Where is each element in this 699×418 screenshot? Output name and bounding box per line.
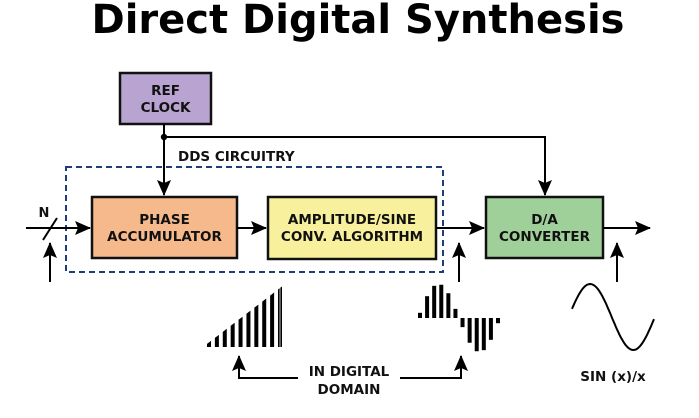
da-converter-block: D/A CONVERTER bbox=[484, 195, 605, 260]
sine-sample-bar bbox=[425, 296, 430, 318]
dds-circuitry-boundary bbox=[65, 166, 444, 273]
sine-sample-bar bbox=[453, 308, 458, 318]
sine-sample-bar bbox=[446, 293, 451, 318]
phase-accumulator-label-line1: PHASE bbox=[139, 212, 190, 228]
output-waveform-label: SIN (x)/x bbox=[580, 369, 646, 385]
ref-clock-label-line2: CLOCK bbox=[141, 100, 191, 116]
ref-clock-label-line1: REF bbox=[151, 83, 180, 99]
ramp-sample-bar bbox=[230, 322, 235, 347]
digital-domain-arrow-left bbox=[232, 355, 298, 379]
sine-sample-bar bbox=[439, 284, 444, 318]
amplitude-sine-box bbox=[266, 195, 438, 261]
ramp-sample-bar bbox=[246, 310, 251, 347]
da-converter-label-line1: D/A bbox=[531, 212, 558, 228]
ramp-sample-bar bbox=[238, 316, 243, 347]
signal-path: N bbox=[26, 206, 651, 282]
amplitude-sine-label-line2: CONV. ALGORITHM bbox=[281, 229, 423, 245]
bus-slash-icon bbox=[42, 217, 58, 241]
digital-domain-label-line1: IN DIGITAL bbox=[309, 364, 390, 380]
sampled-sine-waveform bbox=[418, 284, 500, 352]
ramp-sample-bar bbox=[207, 340, 211, 347]
bus-width-label: N bbox=[39, 206, 50, 221]
sine-sample-bar bbox=[460, 318, 465, 328]
clock-lines bbox=[157, 124, 552, 196]
phase-accumulator-block: PHASE ACCUMULATOR bbox=[90, 195, 239, 260]
digital-domain-arrow-right bbox=[400, 355, 468, 379]
phase-accumulator-label-line2: ACCUMULATOR bbox=[107, 229, 222, 245]
da-converter-label-line2: CONVERTER bbox=[499, 229, 591, 245]
dds-circuitry-label: DDS CIRCUITRY bbox=[178, 149, 295, 165]
ramp-sample-bar bbox=[214, 334, 219, 347]
amplitude-sine-label-line1: AMPLITUDE/SINE bbox=[288, 212, 416, 228]
ramp-sample-bar bbox=[262, 298, 267, 347]
digital-domain-label-line2: DOMAIN bbox=[318, 382, 381, 398]
sine-sample-bar bbox=[496, 318, 500, 324]
sine-sample-bar bbox=[467, 318, 472, 343]
phase-ramp-waveform bbox=[207, 286, 282, 347]
digital-domain-annotation: IN DIGITAL DOMAIN bbox=[232, 355, 468, 398]
page-title: Direct Digital Synthesis bbox=[92, 0, 625, 43]
ref-clock-block: REF CLOCK bbox=[118, 71, 213, 126]
sine-sample-bar bbox=[488, 318, 493, 340]
sine-sample-bar bbox=[481, 318, 486, 351]
ramp-sample-bar bbox=[270, 292, 275, 347]
ref-clock-box bbox=[118, 71, 213, 126]
clock-to-dac-arrow bbox=[164, 136, 552, 196]
ramp-sample-bar bbox=[222, 328, 227, 347]
sine-sample-bar bbox=[432, 285, 437, 318]
sine-sample-bar bbox=[418, 312, 422, 318]
sine-sample-bar bbox=[474, 318, 479, 352]
analog-sine-waveform bbox=[571, 282, 655, 352]
amplitude-sine-block: AMPLITUDE/SINE CONV. ALGORITHM bbox=[266, 195, 438, 261]
ramp-sample-bar bbox=[254, 304, 259, 347]
phase-accumulator-box bbox=[90, 195, 239, 260]
